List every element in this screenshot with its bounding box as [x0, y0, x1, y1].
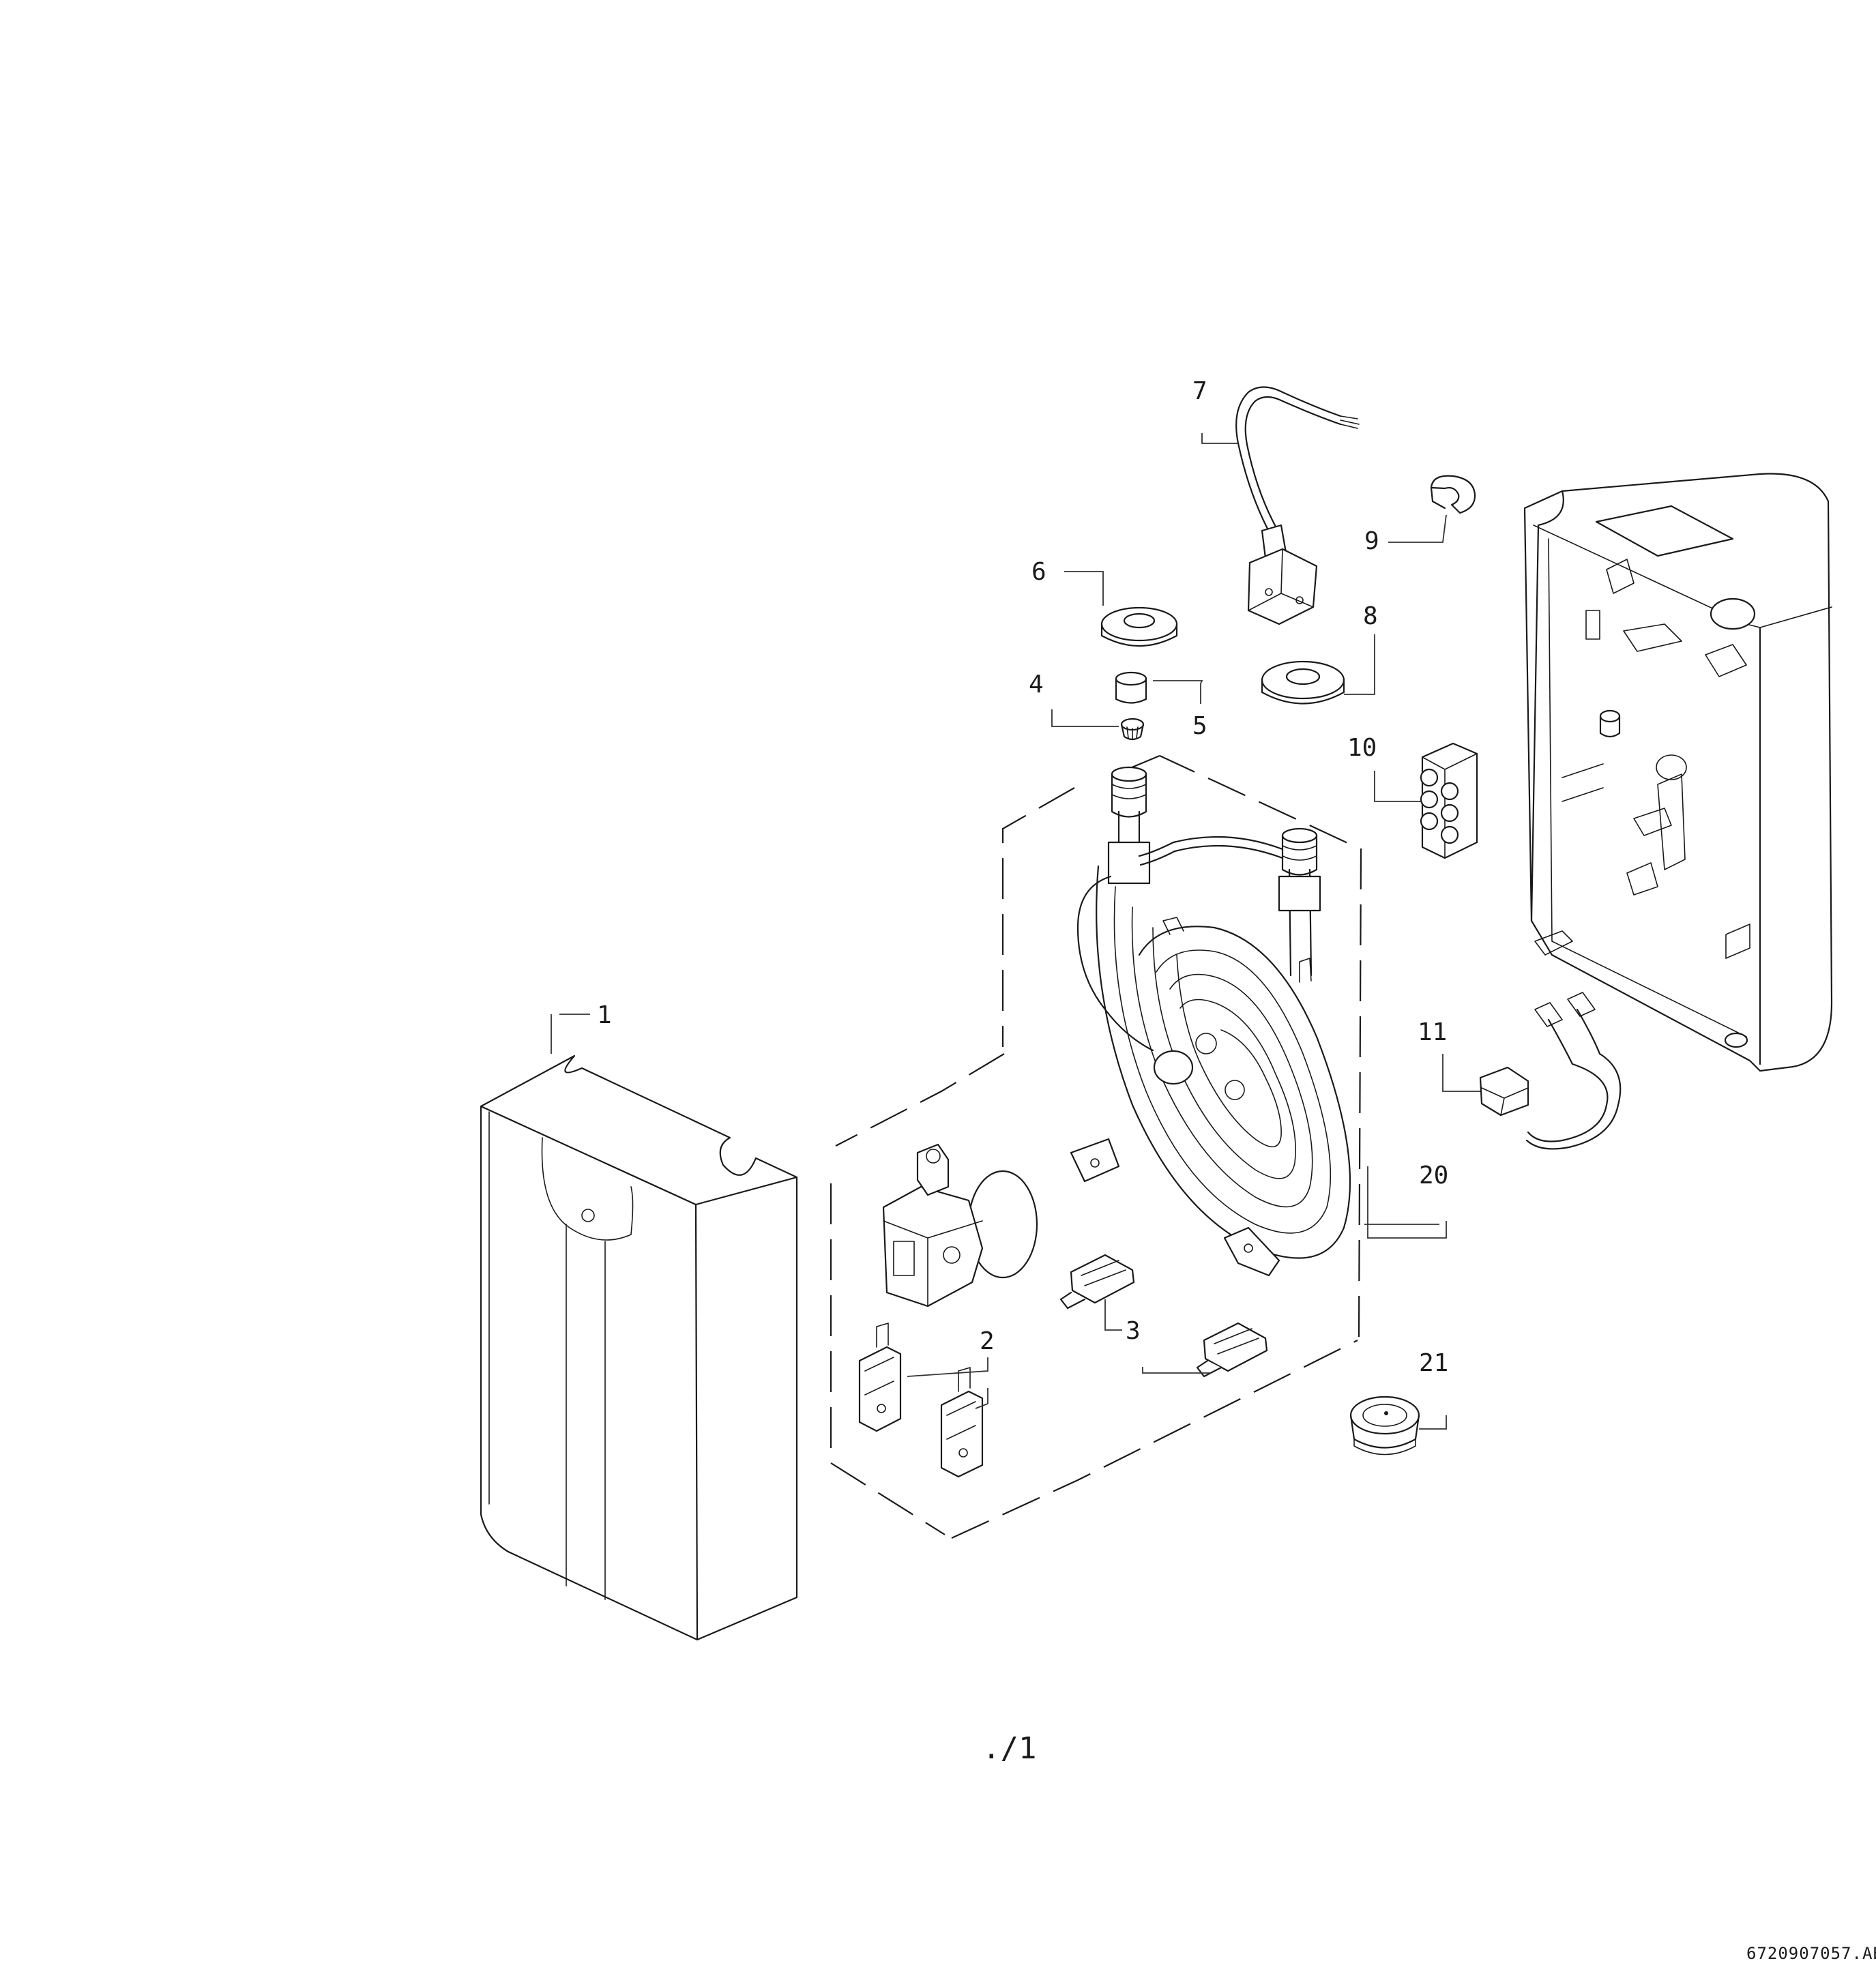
part-grommet-large	[1261, 660, 1345, 705]
part-grommet-small	[1100, 606, 1178, 647]
part-microswitch-pair	[858, 1323, 984, 1478]
part-flow-valve	[882, 1143, 1038, 1308]
part-clip	[1430, 475, 1476, 514]
callout-2: 2	[980, 1327, 995, 1355]
callout-7: 7	[1192, 377, 1207, 405]
callout-11: 11	[1418, 1018, 1447, 1046]
part-wiring-harness	[1479, 992, 1622, 1150]
callout-5: 5	[1192, 712, 1207, 740]
callout-6: 6	[1031, 558, 1046, 586]
part-thermal-cutout-pair	[1059, 1254, 1268, 1378]
callout-21: 21	[1419, 1349, 1448, 1377]
leader-lines	[551, 433, 1480, 1430]
part-back-panel	[1523, 473, 1833, 1072]
callout-10: 10	[1347, 734, 1377, 762]
part-strainer	[1120, 718, 1145, 741]
part-terminal-block	[1420, 742, 1478, 859]
part-power-cable	[1235, 386, 1360, 625]
callout-labels: 1 2 3 4 5 6 7 8 9 10 11 20 21	[597, 377, 1448, 1377]
part-cap	[1349, 1396, 1420, 1456]
sheet-label: ./1	[982, 1731, 1036, 1766]
callout-1: 1	[597, 1001, 612, 1029]
document-number: 6720907057.AB	[1746, 1944, 1876, 1963]
part-sleeve	[1115, 671, 1147, 704]
part-front-cover	[480, 1054, 798, 1641]
callout-4: 4	[1029, 670, 1044, 698]
callout-20: 20	[1419, 1162, 1448, 1190]
callout-3: 3	[1126, 1317, 1141, 1345]
callout-9: 9	[1364, 527, 1379, 555]
part-heating-assembly-group	[830, 754, 1362, 1539]
callout-8: 8	[1363, 602, 1378, 630]
